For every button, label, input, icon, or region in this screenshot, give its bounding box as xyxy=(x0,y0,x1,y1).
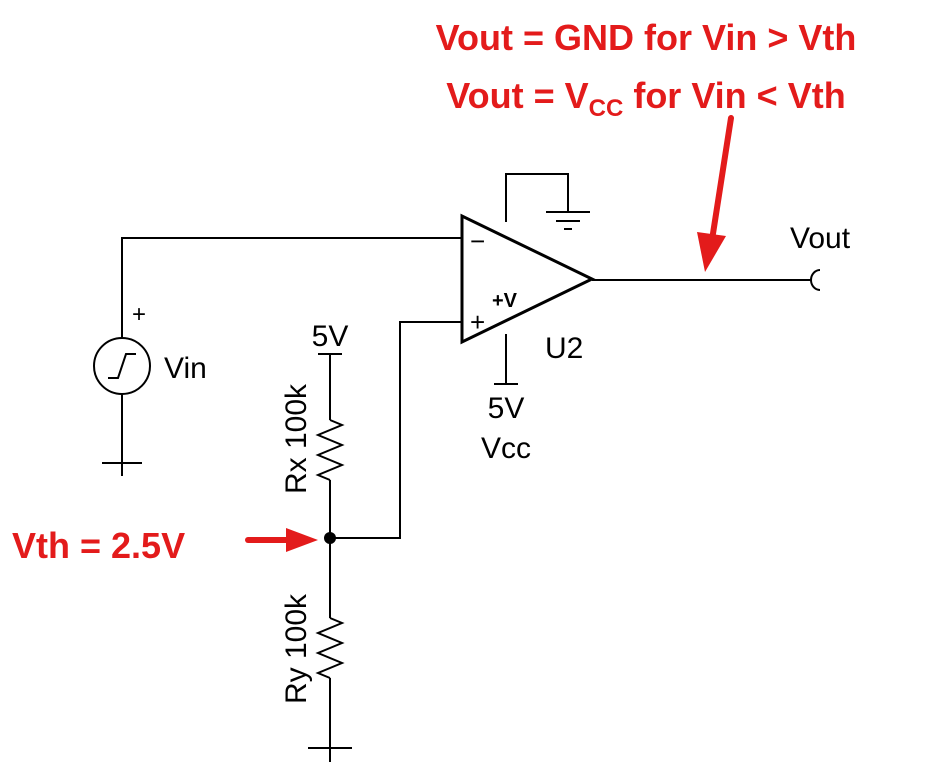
vin-label: Vin xyxy=(164,352,207,385)
vin-source xyxy=(93,330,151,476)
vin-plus-label: + xyxy=(132,301,146,328)
opamp-minus-label: − xyxy=(470,226,485,256)
opamp-supply-label: +V xyxy=(492,290,518,312)
step-icon xyxy=(108,353,136,379)
supply-top-label: 5V xyxy=(312,320,349,353)
wire-noninverting-input xyxy=(330,321,462,539)
wire-inverting-input xyxy=(121,237,462,330)
rx-label: Rx 100k xyxy=(280,383,313,494)
annotation-threshold: Vth = 2.5V xyxy=(12,525,185,566)
annotation-gnd-condition: Vout = GND for Vin > Vth xyxy=(436,17,857,58)
vcc-name-label: Vcc xyxy=(481,432,531,465)
opamp-plus-label: + xyxy=(470,307,485,337)
rx-zigzag xyxy=(315,419,345,481)
annotation-vcc-prefix: Vout = V xyxy=(446,75,588,116)
rx-resistor xyxy=(315,354,345,538)
vout-label: Vout xyxy=(790,222,851,255)
opamp-triangle xyxy=(460,213,596,345)
vcc-value-label: 5V xyxy=(488,392,525,425)
output-arrow xyxy=(697,115,734,272)
ry-resistor xyxy=(315,538,345,748)
ry-zigzag xyxy=(315,617,345,679)
output-terminal xyxy=(810,269,821,291)
annotation-vcc-subscript: CC xyxy=(589,95,624,122)
threshold-arrow xyxy=(245,528,318,552)
annotation-vcc-suffix: for Vin < Vth xyxy=(623,75,845,116)
opamp-ref-label: U2 xyxy=(545,332,583,365)
ry-label: Ry 100k xyxy=(280,593,313,704)
annotation-vcc-condition: Vout = VCC for Vin < Vth xyxy=(446,75,845,122)
wire-opamp-ground xyxy=(505,173,569,222)
